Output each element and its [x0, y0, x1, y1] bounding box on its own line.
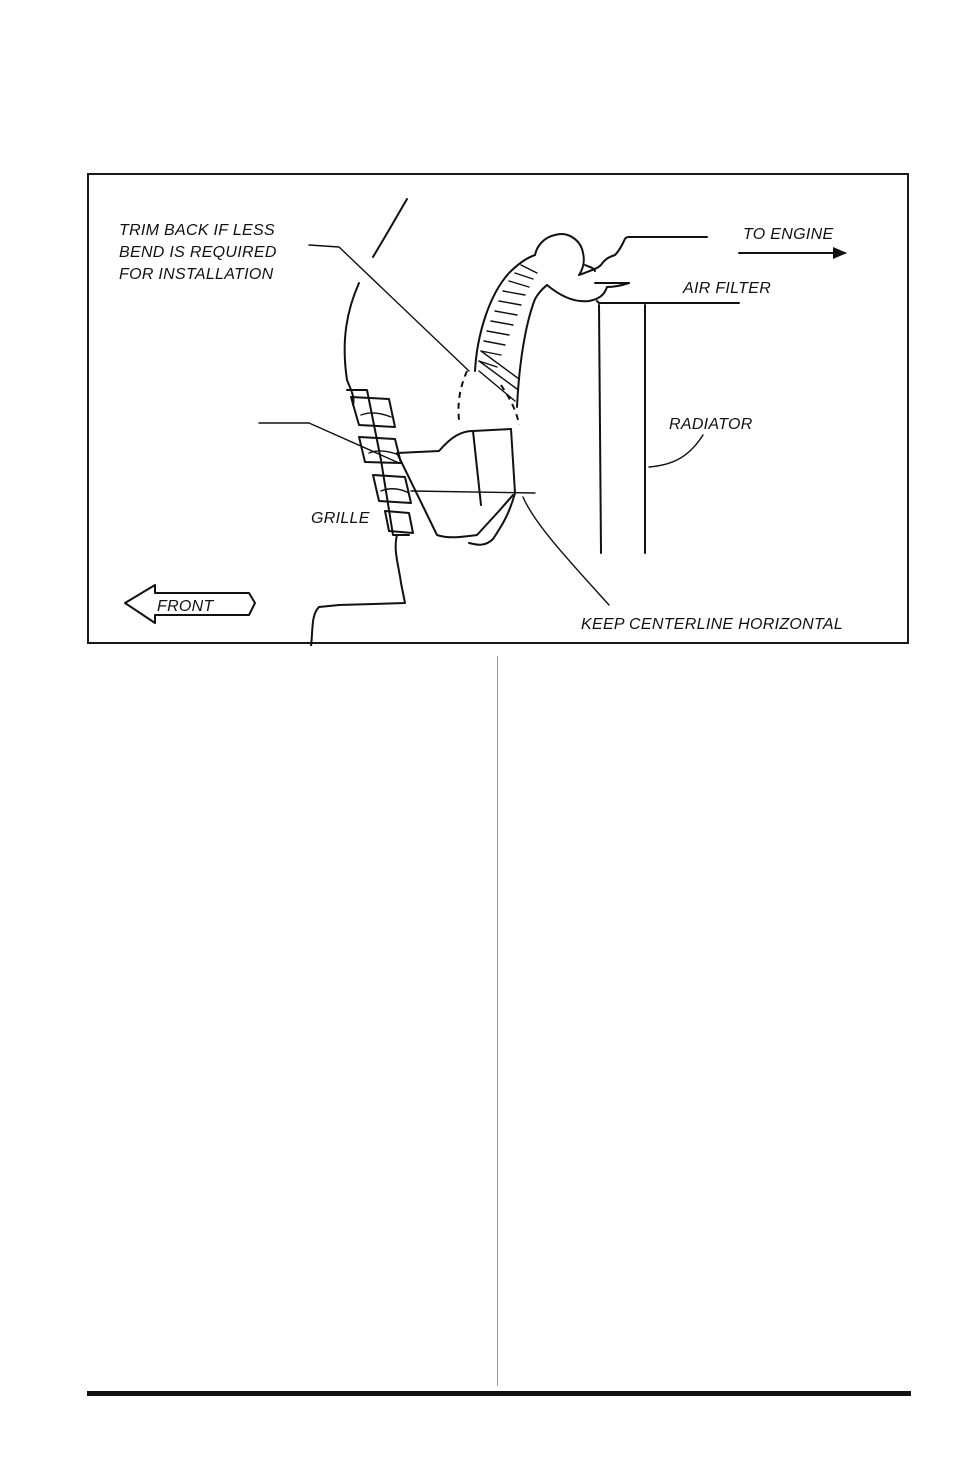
trim-back-label-line2: BEND IS REQUIRED: [119, 244, 277, 261]
bumper-contour: [311, 535, 405, 646]
engine-elbow-lower: [547, 283, 629, 301]
radiator-leader: [649, 435, 703, 467]
trim-back-leader: [309, 245, 469, 371]
engine-elbow: [535, 234, 584, 275]
inlet-collar: [469, 429, 515, 545]
engine-duct-lower: [585, 265, 629, 283]
trim-back-label-line3: FOR INSTALLATION: [119, 266, 274, 283]
to-engine-label: TO ENGINE: [743, 226, 833, 243]
installation-diagram-frame: FRONT TRIM BACK IF LESS BEND IS REQUIRED…: [87, 173, 909, 644]
trim-back-dashed-section: [458, 371, 467, 420]
installation-diagram: FRONT TRIM BACK IF LESS BEND IS REQUIRED…: [89, 175, 911, 646]
radiator-label: RADIATOR: [669, 416, 753, 433]
keep-centerline-label: KEEP CENTERLINE HORIZONTAL: [581, 616, 843, 633]
inlet-nozzle: [397, 429, 513, 537]
footer-rule: [87, 1391, 911, 1396]
hood-line: [373, 199, 407, 257]
grille-label: GRILLE: [311, 510, 370, 527]
front-arrow: FRONT: [125, 585, 255, 623]
radiator: [599, 305, 645, 553]
front-label: FRONT: [157, 598, 215, 615]
centerline: [411, 491, 535, 493]
air-filter-line: [597, 301, 739, 303]
front-body-contour: [345, 283, 359, 405]
centerline-leader: [523, 497, 609, 605]
air-filter-label: AIR FILTER: [682, 280, 771, 297]
to-engine-arrow: [739, 247, 847, 259]
flex-hose: [475, 255, 547, 407]
engine-duct: [579, 237, 707, 275]
trim-back-label-line1: TRIM BACK IF LESS: [119, 222, 275, 239]
column-divider: [497, 656, 498, 1386]
